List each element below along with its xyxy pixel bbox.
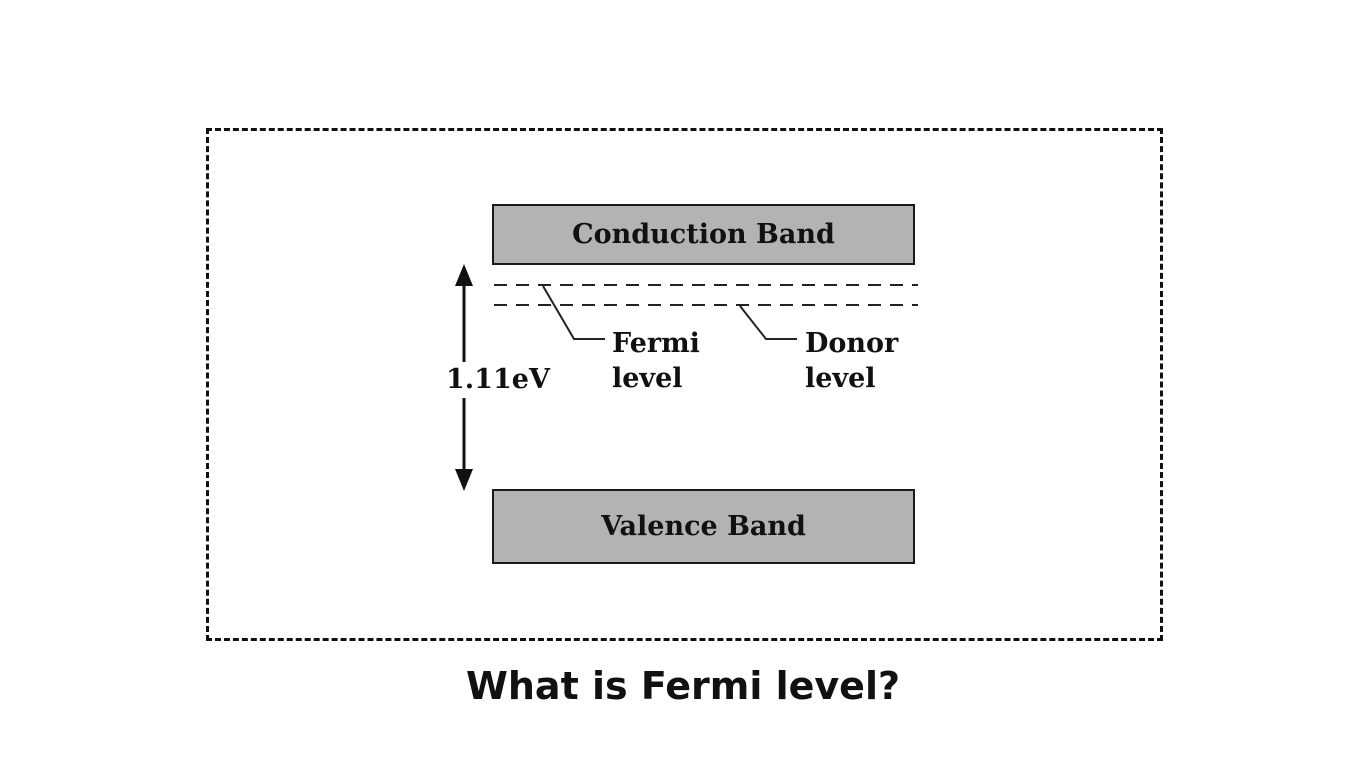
conduction-band: Conduction Band bbox=[492, 204, 915, 265]
conduction-band-label: Conduction Band bbox=[572, 219, 835, 250]
page-caption: What is Fermi level? bbox=[465, 664, 901, 708]
donor-leader-line bbox=[739, 305, 797, 340]
valence-band-label: Valence Band bbox=[601, 511, 806, 542]
diagram-frame bbox=[206, 128, 1163, 641]
fermi-label-line-2: level bbox=[612, 363, 683, 394]
arrow-down-head bbox=[455, 469, 473, 491]
valence-band: Valence Band bbox=[492, 489, 915, 564]
band-gap-label: 1.11eV bbox=[446, 364, 550, 395]
donor-label-line-1: Donor bbox=[805, 328, 899, 359]
fermi-level-label: Fermi level bbox=[612, 326, 700, 396]
arrow-up-head bbox=[455, 264, 473, 286]
fermi-label-line-1: Fermi bbox=[612, 328, 700, 359]
donor-label-line-2: level bbox=[805, 363, 876, 394]
fermi-leader-line bbox=[542, 285, 605, 340]
donor-level-label: Donor level bbox=[805, 326, 898, 396]
